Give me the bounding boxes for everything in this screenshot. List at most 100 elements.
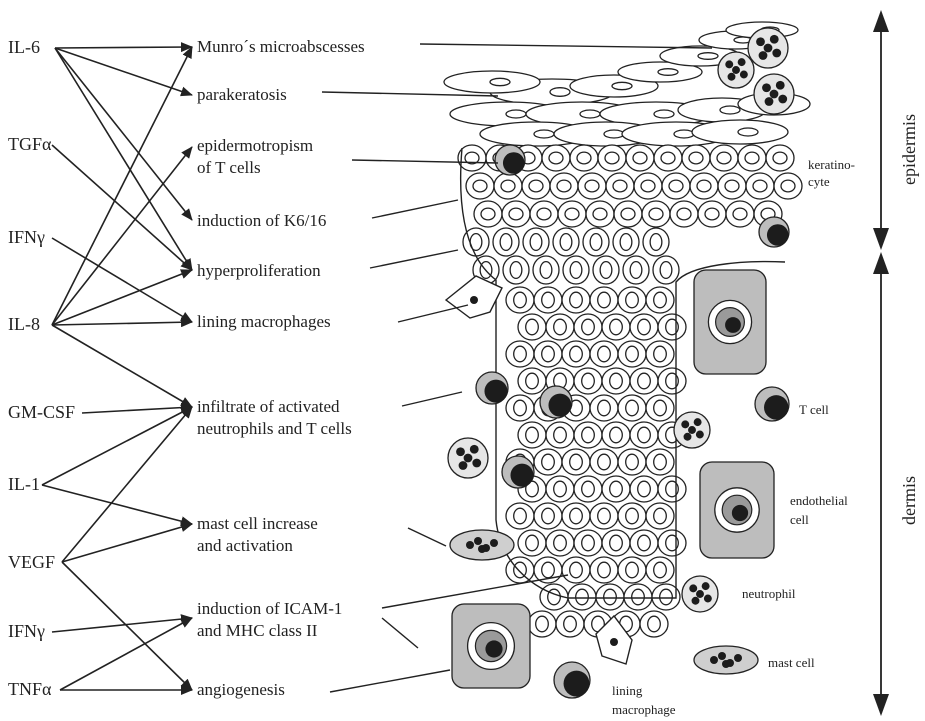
keratinocyte-nucleus: [725, 180, 739, 192]
keratinocyte-nucleus: [557, 180, 571, 192]
effect-angiogenesis: angiogenesis: [197, 680, 285, 699]
cytokine-il1: IL-1: [8, 474, 40, 494]
mast-cell-granule: [722, 660, 730, 668]
keratinocyte-nucleus: [593, 208, 607, 220]
keratinocyte-nucleus: [717, 152, 731, 164]
keratinocyte-nucleus: [542, 508, 555, 524]
arrow-il8-to-infil: [52, 325, 192, 407]
cell-nucleus: [550, 88, 570, 97]
effect-hyperproliferation: hyperproliferation: [197, 261, 321, 280]
cell-nucleus: [612, 82, 632, 89]
keratinocyte-nucleus: [650, 234, 662, 251]
keratinocyte-nucleus: [565, 208, 579, 220]
dermis-bracket: [873, 252, 889, 716]
keratinocyte-nucleus: [677, 208, 691, 220]
keratinocyte-nucleus: [481, 208, 495, 220]
label-endothelial-cell: endothelialcell: [790, 493, 848, 527]
keratinocyte-nucleus: [582, 319, 595, 335]
keratinocyte-nucleus: [570, 562, 583, 578]
keratinocyte-nucleus: [745, 152, 759, 164]
effect-parakeratosis: parakeratosis: [197, 85, 287, 104]
neutrophil-nucleus-lobe: [759, 51, 768, 60]
keratinocyte-nucleus: [514, 292, 527, 308]
neutrophil-nucleus-lobe: [696, 431, 704, 439]
keratinocyte-nucleus: [654, 562, 667, 578]
cell-nucleus: [580, 110, 600, 118]
keratinocyte-nucleus: [537, 208, 551, 220]
keratinocyte-nucleus: [570, 262, 582, 279]
cytokine-ifng-1: IFNγ: [8, 227, 45, 247]
keratinocyte-nucleus: [654, 508, 667, 524]
cytokine-labels: IL-6 TGFα IFNγ IL-8 GM-CSF IL-1 VEGF IFN…: [8, 37, 75, 699]
keratinocyte-nucleus: [781, 180, 795, 192]
vessel-cell-core: [732, 505, 748, 521]
keratinocyte-nucleus: [526, 319, 539, 335]
mast-cell-granule: [474, 537, 482, 545]
neutrophil-nucleus-lobe: [776, 81, 785, 90]
mast-cell-granule: [466, 541, 474, 549]
keratinocyte-nucleus: [530, 234, 542, 251]
neutrophil-nucleus-lobe: [702, 582, 710, 590]
arrow-il6-to-k616: [55, 48, 192, 220]
keratinocyte-nucleus: [600, 262, 612, 279]
keratinocyte-nucleus: [733, 208, 747, 220]
neutrophil-nucleus-lobe: [772, 49, 781, 58]
neutrophil-nucleus-lobe: [472, 459, 481, 468]
keratinocyte-nucleus: [638, 373, 651, 389]
neutrophil-nucleus-lobe: [704, 595, 712, 603]
keratinocyte-nucleus: [598, 562, 611, 578]
neutrophil-nucleus-lobe: [464, 454, 473, 463]
keratinocyte-nucleus: [554, 535, 567, 551]
keratinocyte-nucleus: [554, 481, 567, 497]
effect-munro: Munro´s microabscesses: [197, 37, 365, 56]
keratinocyte-nucleus: [577, 152, 591, 164]
epidermis-bracket: [873, 10, 889, 250]
cytokine-gmcsf: GM-CSF: [8, 402, 75, 422]
keratinocyte-nucleus: [654, 346, 667, 362]
t-cell-nucleus: [764, 395, 788, 419]
keratinocyte-nucleus: [598, 292, 611, 308]
t-cell-nucleus: [767, 224, 789, 246]
keratinocyte-nucleus: [598, 400, 611, 416]
keratinocyte-nucleus: [626, 292, 639, 308]
keratinocyte-nucleus: [610, 535, 623, 551]
keratinocyte-nucleus: [638, 481, 651, 497]
epidermis-label: epidermis: [899, 114, 919, 185]
neutrophil-nucleus-lobe: [456, 447, 465, 456]
keratinocyte-nucleus: [529, 180, 543, 192]
neutrophil-nucleus-lobe: [770, 90, 779, 99]
neutrophil-nucleus-lobe: [740, 71, 748, 79]
keratinocyte-nucleus: [554, 319, 567, 335]
neutrophil-nucleus-lobe: [756, 37, 765, 46]
keratinocyte-nucleus: [564, 616, 577, 632]
keratinocyte-nucleus: [641, 180, 655, 192]
keratinocyte-nucleus: [542, 292, 555, 308]
keratinocyte-nucleus: [705, 208, 719, 220]
effect-epidermotropism: epidermotropismof T cells: [197, 136, 313, 177]
arrow-il1-to-mast: [42, 485, 192, 524]
keratinocyte-nucleus: [509, 208, 523, 220]
keratinocyte-nucleus: [582, 427, 595, 443]
keratinocyte-nucleus: [669, 180, 683, 192]
neutrophil-nucleus-lobe: [762, 83, 771, 92]
keratinocyte-nucleus: [576, 589, 589, 605]
mast-cell-granule: [478, 545, 486, 553]
keratinocyte-nucleus: [638, 535, 651, 551]
neutrophil-nucleus-lobe: [728, 73, 736, 81]
t-cell-nucleus: [484, 380, 507, 403]
t-cell-nucleus: [503, 152, 525, 174]
leader-angio: [330, 670, 450, 692]
cell-nucleus: [738, 128, 758, 136]
cell-nucleus: [658, 69, 678, 76]
keratinocyte-nucleus: [582, 373, 595, 389]
keratinocyte-nucleus: [626, 508, 639, 524]
keratinocyte-nucleus: [626, 562, 639, 578]
keratinocyte-nucleus: [610, 481, 623, 497]
neutrophil-nucleus-lobe: [770, 35, 779, 44]
vessel-cell-core: [725, 317, 741, 333]
leader-lining: [398, 305, 468, 322]
keratinocyte-nucleus: [598, 346, 611, 362]
cell-nucleus: [490, 78, 510, 85]
leader-mast: [408, 528, 446, 546]
